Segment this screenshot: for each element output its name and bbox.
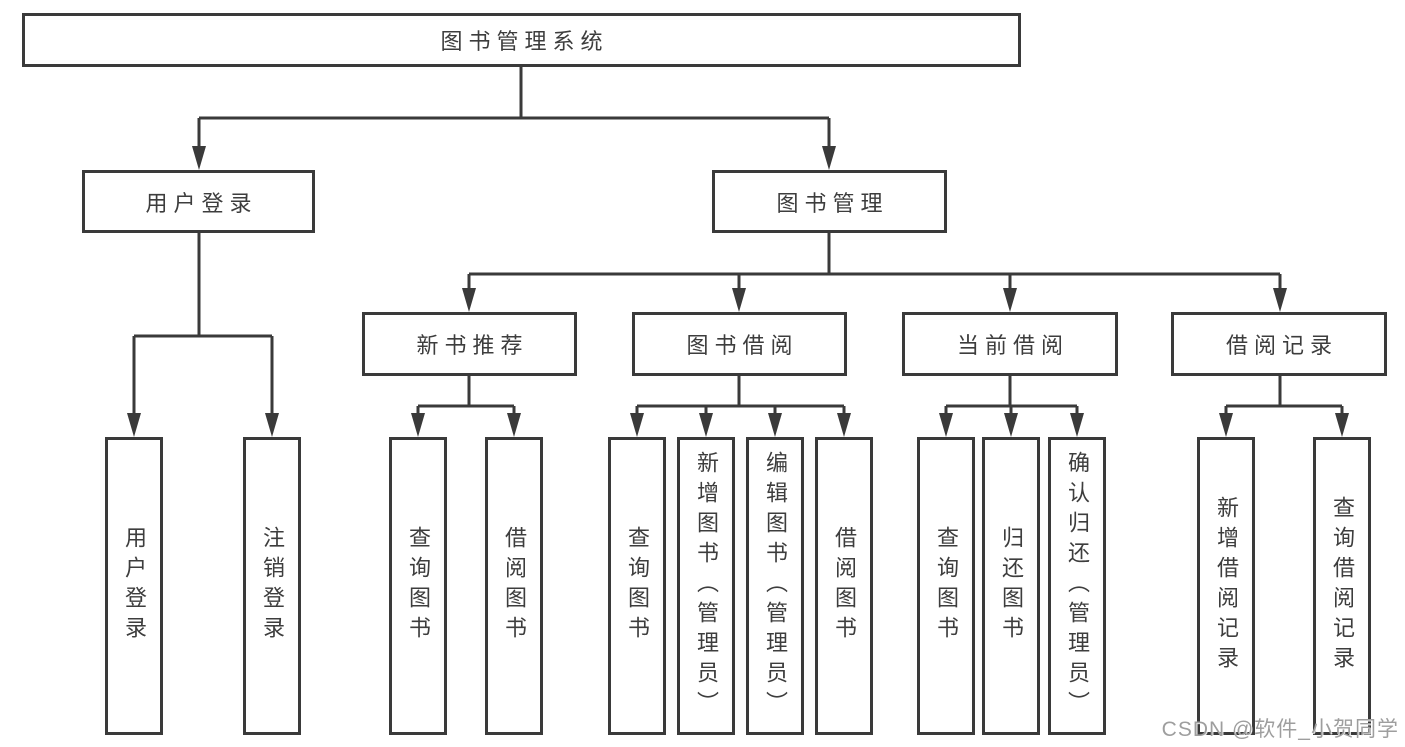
csdn-watermark: CSDN @软件_小贺同学 (1161, 718, 1399, 741)
leaf-current-return-books: 归还图书 (982, 437, 1040, 735)
leaf-recommend-borrow-books: 借阅图书 (485, 437, 543, 735)
leaf-label: 查询图书 (406, 526, 431, 646)
node-library-management-system: 图书管理系统 (22, 13, 1021, 67)
leaf-user-login: 用户登录 (105, 437, 163, 735)
leaf-logout: 注销登录 (243, 437, 301, 735)
leaf-label: 借阅图书 (832, 526, 857, 646)
leaf-label: 用户登录 (122, 526, 147, 646)
leaf-label: 查询借阅记录 (1330, 496, 1355, 676)
node-borrow-records: 借阅记录 (1171, 312, 1387, 376)
leaf-label: 查询图书 (934, 526, 959, 646)
leaf-label: 确认归还（管理员） (1065, 451, 1090, 721)
leaf-borrow-query-books: 查询图书 (608, 437, 666, 735)
arrowheads (127, 146, 1349, 437)
node-label: 图书管理系统 (440, 29, 609, 54)
node-label: 当前借阅 (956, 333, 1069, 358)
leaf-current-confirm-return-admin: 确认归还（管理员） (1048, 437, 1106, 735)
leaf-borrow-add-book-admin: 新增图书（管理员） (677, 437, 735, 735)
node-label: 借阅记录 (1225, 333, 1338, 358)
leaf-label: 查询图书 (625, 526, 650, 646)
leaf-borrow-borrow-books: 借阅图书 (815, 437, 873, 735)
node-current-borrow: 当前借阅 (902, 312, 1118, 376)
node-book-borrow: 图书借阅 (632, 312, 847, 376)
node-label: 图书管理 (776, 190, 889, 216)
leaf-borrow-edit-book-admin: 编辑图书（管理员） (746, 437, 804, 735)
node-label: 用户登录 (145, 190, 258, 216)
leaf-records-query-record: 查询借阅记录 (1313, 437, 1371, 735)
leaf-records-add-record: 新增借阅记录 (1197, 437, 1255, 735)
node-label: 图书借阅 (686, 333, 799, 358)
leaf-label: 注销登录 (260, 526, 285, 646)
leaf-label: 新增借阅记录 (1214, 496, 1239, 676)
node-user-login: 用户登录 (82, 170, 315, 233)
node-label: 新书推荐 (416, 333, 529, 358)
leaf-recommend-query-books: 查询图书 (389, 437, 447, 735)
leaf-label: 归还图书 (999, 526, 1024, 646)
leaf-current-query-books: 查询图书 (917, 437, 975, 735)
node-new-book-recommend: 新书推荐 (362, 312, 577, 376)
leaf-label: 借阅图书 (502, 526, 527, 646)
leaf-label: 编辑图书（管理员） (763, 451, 788, 721)
leaf-label: 新增图书（管理员） (694, 451, 719, 721)
node-book-management: 图书管理 (712, 170, 947, 233)
